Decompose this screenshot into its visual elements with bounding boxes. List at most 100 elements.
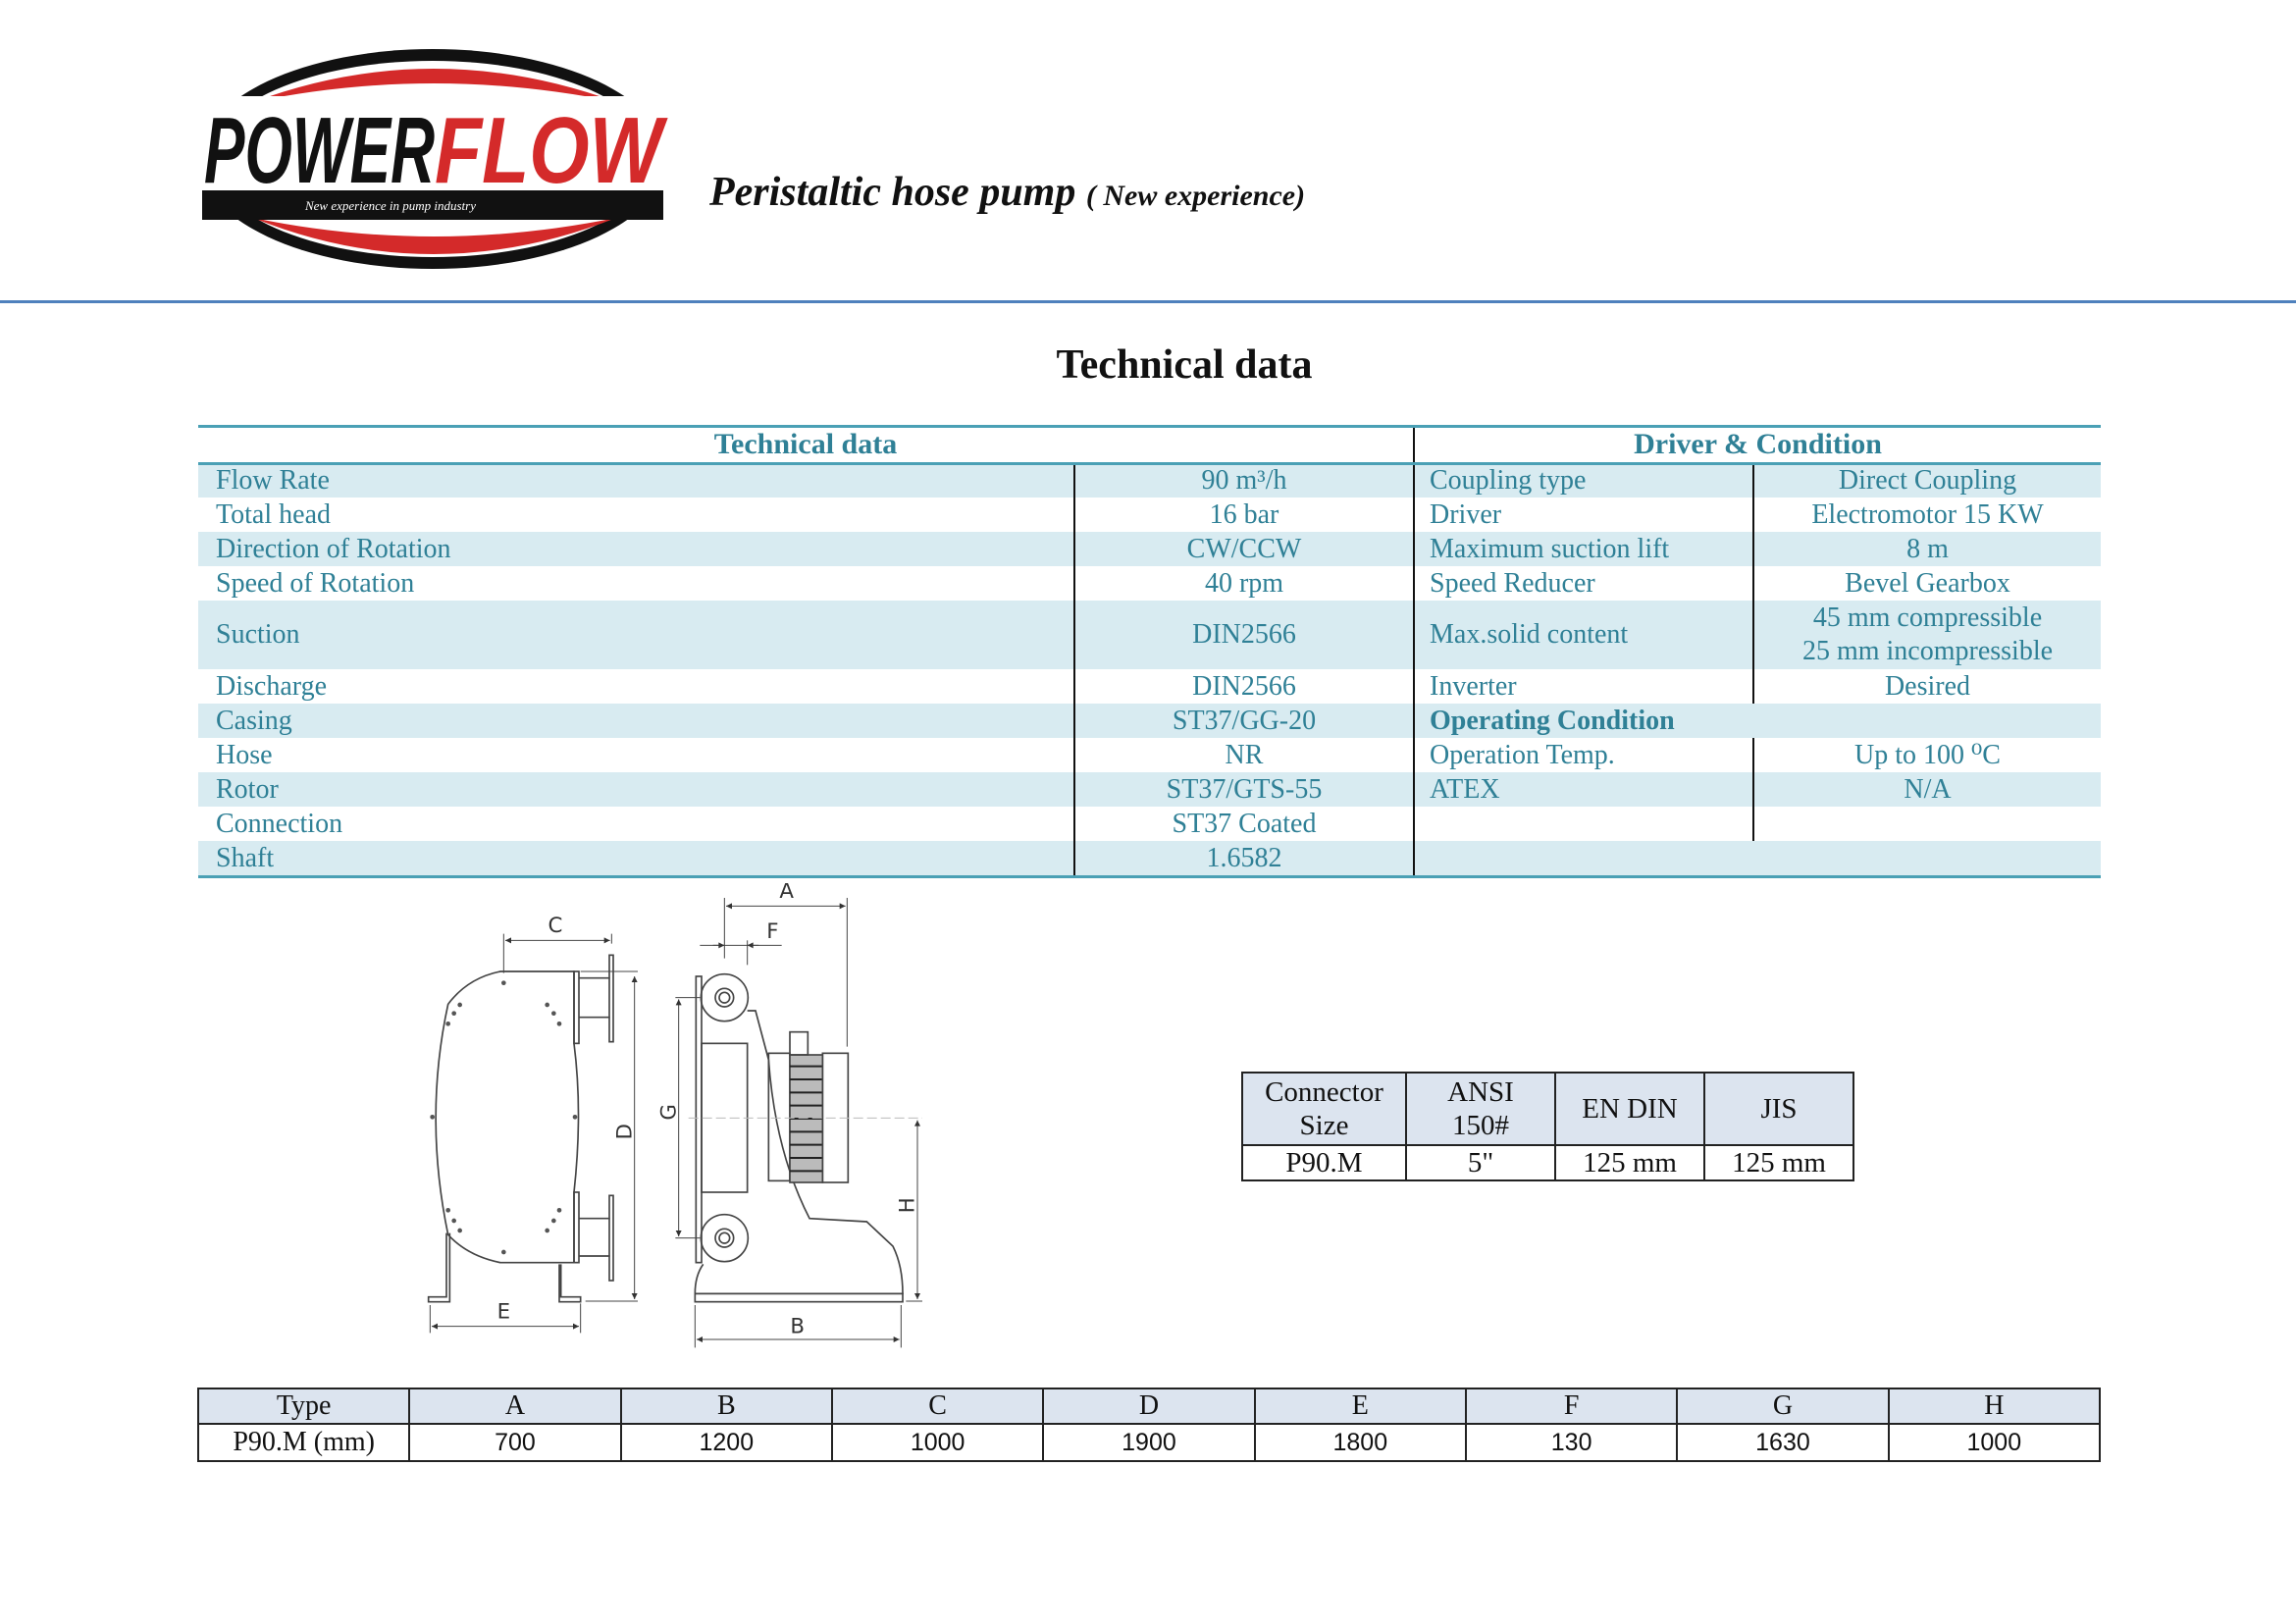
table-header-row: Technical data Driver & Condition (198, 426, 2101, 463)
row-label: Coupling type (1413, 463, 1752, 498)
cell: 1800 (1253, 1423, 1467, 1462)
header-line: Connector (1265, 1076, 1383, 1108)
header-cell: H (1887, 1388, 2102, 1425)
table-row: Discharge DIN2566 Inverter Desired (198, 669, 2101, 704)
table-row: P90.M (mm) 700 1200 1000 1900 1800 130 1… (196, 1423, 2102, 1462)
page-title: Technical data (1056, 342, 1313, 388)
table-row: Hose NR Operation Temp. Up to 100 ⁰C (198, 738, 2101, 772)
row-value: Electromotor 15 KW (1752, 498, 2101, 532)
header-cell: JIS (1703, 1072, 1854, 1146)
row-value: Up to 100 ⁰C (1752, 738, 2101, 772)
table-row: Rotor ST37/GTS-55 ATEX N/A (198, 772, 2101, 807)
cell: P90.M (mm) (196, 1423, 411, 1462)
row-value: 1.6582 (1073, 841, 1413, 875)
cell: 1000 (830, 1423, 1045, 1462)
cell: 130 (1464, 1423, 1679, 1462)
row-label: Maximum suction lift (1413, 532, 1752, 566)
operating-condition-header: Operating Condition (1413, 704, 2101, 738)
empty-cell (1752, 807, 2101, 841)
header-line: ANSI (1447, 1076, 1514, 1108)
row-value-line1: 45 mm compressible (1812, 602, 2043, 633)
header-cell: B (619, 1388, 833, 1425)
cell: 700 (408, 1423, 622, 1462)
header-cell: G (1676, 1388, 1890, 1425)
row-label: Operation Temp. (1413, 738, 1752, 772)
table-row: Speed of Rotation 40 rpm Speed Reducer B… (198, 566, 2101, 601)
row-value: Bevel Gearbox (1752, 566, 2101, 601)
row-label: Inverter (1413, 669, 1752, 704)
dimension-label-a: A (779, 883, 794, 904)
cell: 1000 (1887, 1423, 2102, 1462)
row-label: Shaft (198, 841, 1073, 875)
pump-dimension-drawing: A B C D E F G H (427, 883, 922, 1348)
row-value: 45 mm compressible 25 mm incompressible (1752, 601, 2101, 669)
logo-tagline: New experience in pump industry (304, 198, 476, 213)
powerflow-logo: POWER FLOW New experience in pump indust… (198, 49, 668, 269)
table-row: P90.M 5" 125 mm 125 mm (1241, 1144, 1854, 1181)
header-cell: F (1464, 1388, 1679, 1425)
row-label: Speed of Rotation (216, 567, 415, 599)
cell: 1900 (1042, 1423, 1256, 1462)
technical-data-header: Technical data (713, 428, 898, 460)
table-row: Direction of Rotation CW/CCW Maximum suc… (198, 532, 2101, 566)
logo-word-power: POWER (204, 98, 435, 203)
table-header-row: Type A B C D E F G H (196, 1388, 2102, 1425)
subtitle-text: Peristaltic hose pump (709, 170, 1076, 215)
dimension-label-g: G (656, 1104, 681, 1121)
row-value: NR (1073, 738, 1413, 772)
side-view (675, 898, 922, 1348)
subtitle-note: ( New experience) (1085, 180, 1306, 212)
row-value: 8 m (1752, 532, 2101, 566)
row-value: 16 bar (1073, 498, 1413, 532)
row-value: ST37/GTS-55 (1073, 772, 1413, 807)
header-line: Size (1299, 1110, 1349, 1141)
header-line: 150# (1452, 1110, 1509, 1141)
document-subtitle: Peristaltic hose pump ( New experience) (709, 169, 1305, 216)
row-label: Suction (198, 601, 1073, 669)
dimension-label-e: E (497, 1299, 510, 1324)
cell: 1630 (1676, 1423, 1890, 1462)
row-label: Direction of Rotation (198, 532, 1073, 566)
row-label: ATEX (1413, 772, 1752, 807)
row-value: Desired (1752, 669, 2101, 704)
dimension-label-h: H (896, 1197, 920, 1213)
row-label: Max.solid content (1413, 601, 1752, 669)
technical-data-table: Technical data Driver & Condition Flow R… (198, 426, 2101, 875)
row-value: Direct Coupling (1752, 463, 2101, 498)
row-label: Casing (198, 704, 1073, 738)
front-view (427, 933, 638, 1334)
header-divider (0, 300, 2296, 303)
dimension-label-f: F (766, 919, 778, 944)
table-row: Shaft 1.6582 (198, 841, 2101, 875)
table-header-border (198, 462, 2101, 465)
table-row: Casing ST37/GG-20 Operating Condition (198, 704, 2101, 738)
header-cell: D (1042, 1388, 1256, 1425)
logo-word-flow: FLOW (435, 98, 668, 203)
row-label: Hose (216, 739, 273, 770)
header-cell: Type (196, 1388, 411, 1425)
row-value: N/A (1752, 772, 2101, 807)
header-cell: E (1253, 1388, 1467, 1425)
table-row: Flow Rate 90 m³/h Coupling type Direct C… (198, 463, 2101, 498)
dimension-table: Type A B C D E F G H P90.M (mm) 700 1200… (196, 1388, 2102, 1462)
row-value: ST37/GG-20 (1073, 704, 1413, 738)
empty-cell (1413, 807, 1752, 841)
table-row: Total head 16 bar Driver Electromotor 15… (198, 498, 2101, 532)
row-value: 90 m³/h (1073, 463, 1413, 498)
cell: P90.M (1241, 1144, 1407, 1181)
row-label: Connection (216, 808, 343, 839)
dimension-label-b: B (790, 1314, 805, 1338)
row-value-line2: 25 mm incompressible (1801, 636, 2054, 666)
table-row: Connection ST37 Coated (198, 807, 2101, 841)
header-cell: C (830, 1388, 1045, 1425)
row-value: DIN2566 (1073, 669, 1413, 704)
cell: 5" (1405, 1144, 1556, 1181)
row-label: Total head (216, 498, 331, 530)
driver-condition-header: Driver & Condition (1413, 426, 2101, 463)
row-value: CW/CCW (1073, 532, 1413, 566)
table-bottom-border (198, 875, 2101, 878)
